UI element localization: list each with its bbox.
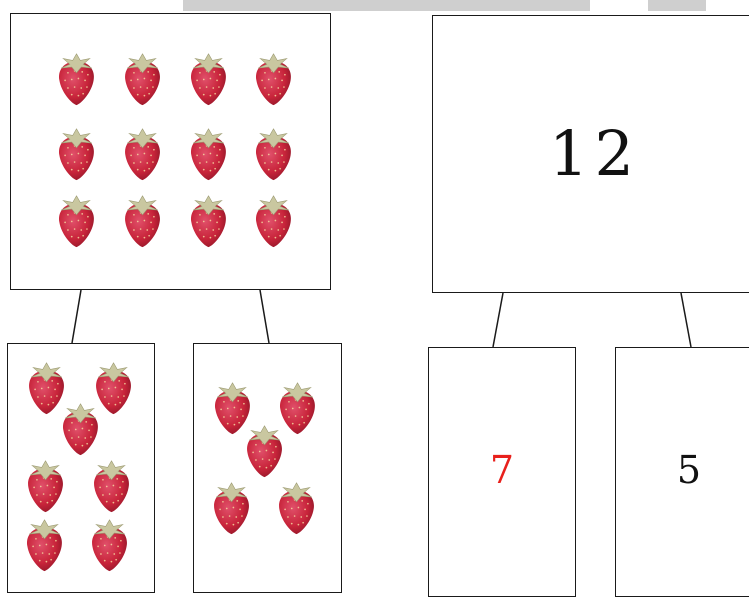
strawberry-icon-left-2 xyxy=(58,400,103,457)
right-part-number-box: 5 xyxy=(615,347,749,597)
left-part-number: 7 xyxy=(429,448,575,492)
strawberry-icon-whole-10 xyxy=(186,192,231,249)
strawberry-icon-whole-5 xyxy=(120,125,165,182)
strawberry-icon-left-6 xyxy=(87,516,132,573)
left-part-number-box: 7 xyxy=(428,347,576,597)
strawberry-icon-whole-0 xyxy=(54,50,99,107)
strawberry-icon-left-3 xyxy=(23,457,68,514)
strawberry-icon-whole-8 xyxy=(54,192,99,249)
right-part-number: 5 xyxy=(616,448,749,492)
strawberry-icon-whole-2 xyxy=(186,50,231,107)
strawberry-icon-right-2 xyxy=(242,422,287,479)
strawberry-icon-left-4 xyxy=(89,457,134,514)
strawberry-icon-right-4 xyxy=(274,479,319,536)
whole-number: 12 xyxy=(433,114,749,194)
whole-number-box: 12 xyxy=(432,15,749,293)
strawberry-icon-whole-7 xyxy=(251,125,296,182)
connector-number-whole-to-left xyxy=(493,293,503,347)
strawberry-icon-whole-3 xyxy=(251,50,296,107)
strawberry-icon-whole-4 xyxy=(54,125,99,182)
strawberry-icon-whole-11 xyxy=(251,192,296,249)
strawberry-icon-whole-1 xyxy=(120,50,165,107)
strawberry-icon-whole-6 xyxy=(186,125,231,182)
strawberry-icon-left-5 xyxy=(22,516,67,573)
strawberry-icon-whole-9 xyxy=(120,192,165,249)
connector-whole-to-right-part xyxy=(260,290,269,343)
connector-number-whole-to-right xyxy=(681,293,691,347)
strawberry-icon-right-3 xyxy=(209,479,254,536)
connector-whole-to-left-part xyxy=(72,290,81,343)
